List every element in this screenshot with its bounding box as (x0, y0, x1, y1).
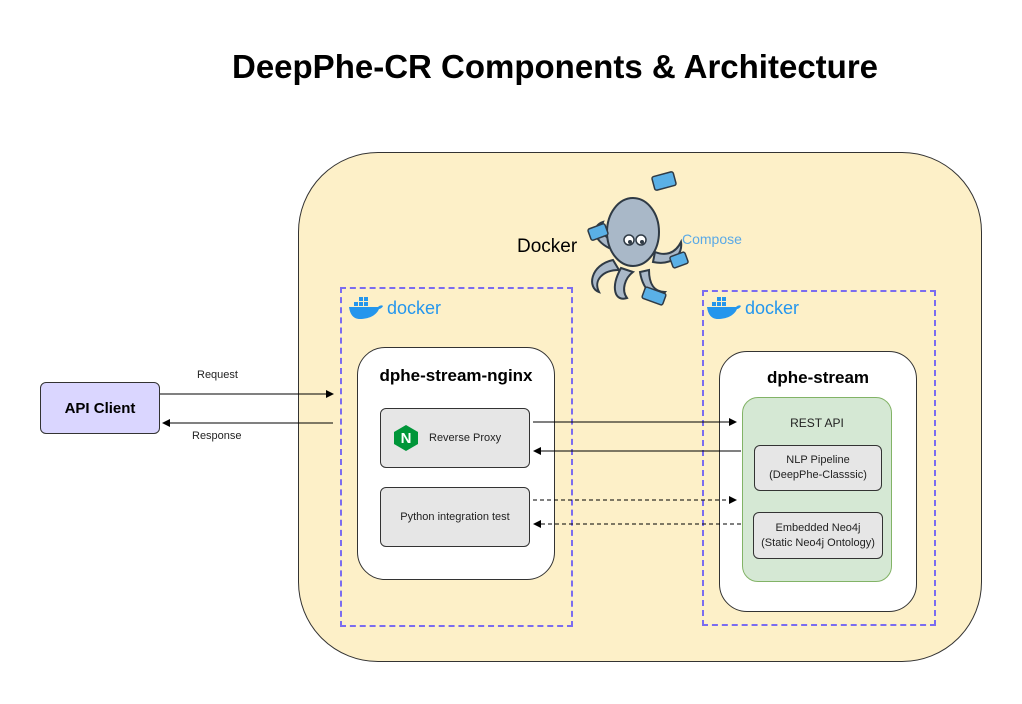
reverse-proxy-box[interactable]: N Reverse Proxy (380, 408, 530, 468)
docker-compose-octopus-icon (587, 171, 689, 306)
nginx-docker-logo-text: docker (387, 297, 442, 318)
stream-docker-logo-text: docker (745, 297, 800, 318)
api-client-label: API Client (64, 399, 136, 417)
stream-docker-logo: docker (706, 296, 799, 320)
rest-api-label: REST API (790, 416, 844, 430)
neo4j-box[interactable]: Embedded Neo4j (Static Neo4j Ontology) (753, 512, 883, 559)
nginx-icon: N (394, 425, 418, 451)
response-label: Response (192, 430, 242, 442)
diagram-title: DeepPhe-CR Components & Architecture (231, 48, 879, 85)
nlp-pipeline-sublabel: (DeepPhe-Classsic) (769, 469, 867, 481)
stream-service-title: dphe-stream (766, 368, 870, 387)
nginx-docker-container (340, 287, 573, 627)
nlp-pipeline-label: NLP Pipeline (786, 454, 850, 466)
reverse-proxy-label: Reverse Proxy (429, 432, 502, 444)
neo4j-label: Embedded Neo4j (775, 521, 861, 534)
compose-label: Compose (682, 231, 742, 247)
nginx-service-title: dphe-stream-nginx (379, 366, 533, 385)
stream-docker-container (702, 290, 936, 626)
request-label: Request (197, 369, 238, 381)
neo4j-sublabel: (Static Neo4j Ontology) (761, 536, 875, 549)
docker-whale-icon (707, 297, 741, 319)
nlp-pipeline-box[interactable]: NLP Pipeline (DeepPhe-Classsic) (754, 445, 882, 491)
python-test-label: Python integration test (400, 511, 510, 523)
api-client-box[interactable]: API Client (40, 382, 160, 434)
nginx-icon-letter: N (401, 430, 412, 447)
nginx-docker-logo: docker (348, 296, 441, 320)
docker-label: Docker (517, 236, 578, 257)
docker-whale-icon (349, 297, 383, 319)
python-test-box[interactable]: Python integration test (380, 487, 530, 547)
